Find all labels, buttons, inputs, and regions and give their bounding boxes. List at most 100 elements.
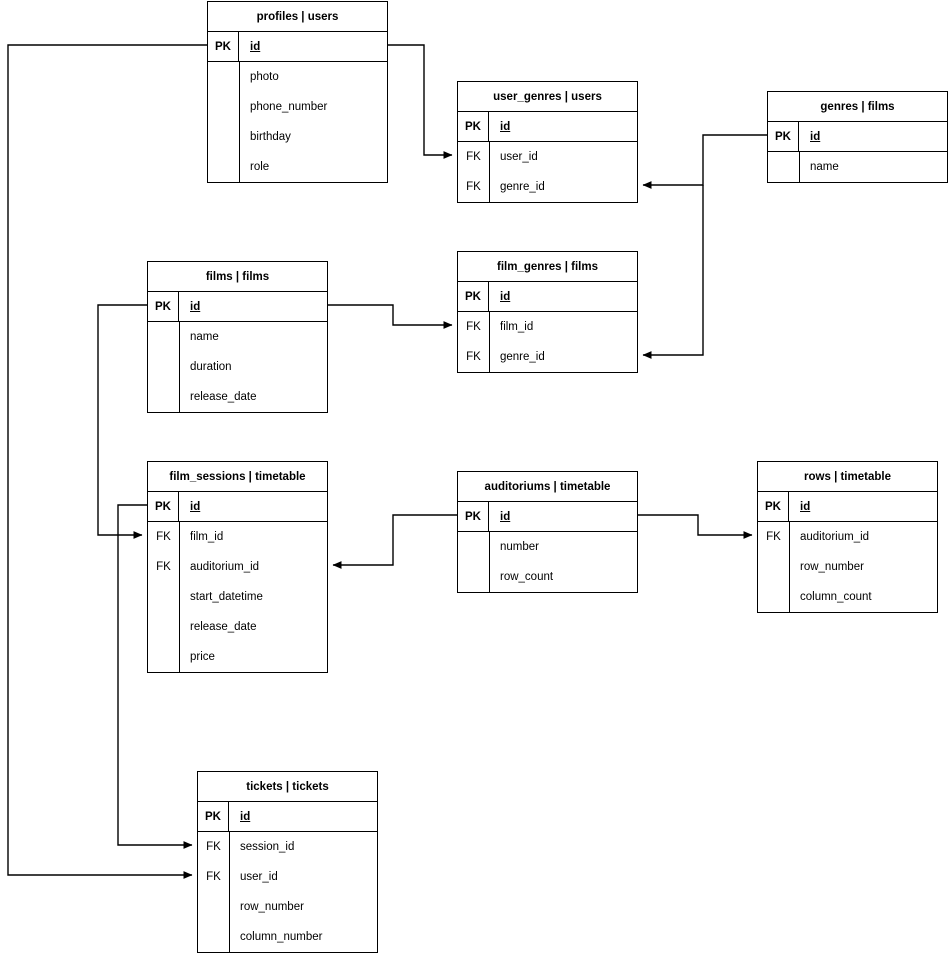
field-name: release_date: [190, 391, 257, 403]
field-name: price: [190, 651, 215, 663]
relationship-auditoriums-to-rows[interactable]: [638, 514, 753, 539]
field-name: auditorium_id: [190, 561, 260, 573]
field-row[interactable]: phone_number: [208, 92, 387, 122]
field-row[interactable]: birthday: [208, 122, 387, 152]
field-name: id: [250, 40, 261, 53]
field-key-badge: FK: [466, 181, 481, 193]
entity-title: rows | timetable: [758, 462, 937, 492]
field-name: genre_id: [500, 181, 545, 193]
relationship-profiles-to-user_genres[interactable]: [388, 44, 453, 159]
field-row[interactable]: name: [148, 322, 327, 352]
field-row[interactable]: release_date: [148, 612, 327, 642]
field-row[interactable]: row_count: [458, 562, 637, 592]
field-row[interactable]: release_date: [148, 382, 327, 412]
field-name: id: [190, 500, 201, 513]
field-row[interactable]: row_number: [198, 892, 377, 922]
field-row[interactable]: duration: [148, 352, 327, 382]
relationship-profiles-to-tickets[interactable]: [7, 44, 207, 879]
field-name: film_id: [500, 321, 534, 333]
relationship-genres-to-film_genres[interactable]: [642, 185, 704, 359]
relationship-films-to-film_sessions[interactable]: [97, 304, 147, 539]
field-name: role: [250, 161, 270, 173]
field-row[interactable]: column_number: [198, 922, 377, 952]
field-row[interactable]: role: [208, 152, 387, 182]
field-key-badge: [758, 552, 789, 582]
field-name: column_count: [800, 591, 872, 603]
field-name: row_number: [240, 901, 304, 913]
field-key-badge: PK: [148, 292, 179, 321]
field-key-badge: [148, 612, 179, 642]
field-key-badge: [208, 92, 239, 122]
field-row[interactable]: FK genre_id: [458, 172, 637, 202]
field-row[interactable]: name: [768, 152, 947, 182]
field-key-badge: [148, 642, 179, 672]
field-row[interactable]: price: [148, 642, 327, 672]
field-key-badge: [148, 382, 179, 412]
field-key-badge: [198, 922, 229, 952]
entity-title: tickets | tickets: [198, 772, 377, 802]
field-key-badge: PK: [758, 492, 789, 521]
field-key-badge: [768, 152, 799, 182]
field-row-pk[interactable]: PK id: [458, 112, 637, 142]
entity-title: auditoriums | timetable: [458, 472, 637, 502]
relationship-films-to-film_genres[interactable]: [328, 304, 453, 329]
field-key-badge: FK: [206, 871, 221, 883]
field-row[interactable]: number: [458, 532, 637, 562]
relationship-auditoriums-to-film_sessions[interactable]: [332, 514, 457, 569]
field-name: id: [500, 510, 511, 523]
entity-title: user_genres | users: [458, 82, 637, 112]
field-key-badge: PK: [458, 112, 489, 141]
field-name: session_id: [240, 841, 295, 853]
field-name: id: [240, 810, 251, 823]
field-key-badge: [458, 532, 489, 562]
field-name: film_id: [190, 531, 224, 543]
relationship-genres-to-user_genres[interactable]: [642, 134, 767, 189]
field-key-badge: [458, 562, 489, 592]
field-name: id: [500, 120, 511, 133]
field-name: name: [190, 331, 219, 343]
field-name: id: [500, 290, 511, 303]
field-row[interactable]: start_datetime: [148, 582, 327, 612]
entity-title: profiles | users: [208, 2, 387, 32]
key-column-divider: [789, 522, 790, 612]
key-column-divider: [489, 142, 490, 202]
key-column-divider: [489, 532, 490, 592]
field-row[interactable]: row_number: [758, 552, 937, 582]
field-name: duration: [190, 361, 232, 373]
field-row[interactable]: FK film_id: [148, 522, 327, 552]
field-row[interactable]: photo: [208, 62, 387, 92]
field-key-badge: FK: [156, 531, 171, 543]
field-row[interactable]: column_count: [758, 582, 937, 612]
